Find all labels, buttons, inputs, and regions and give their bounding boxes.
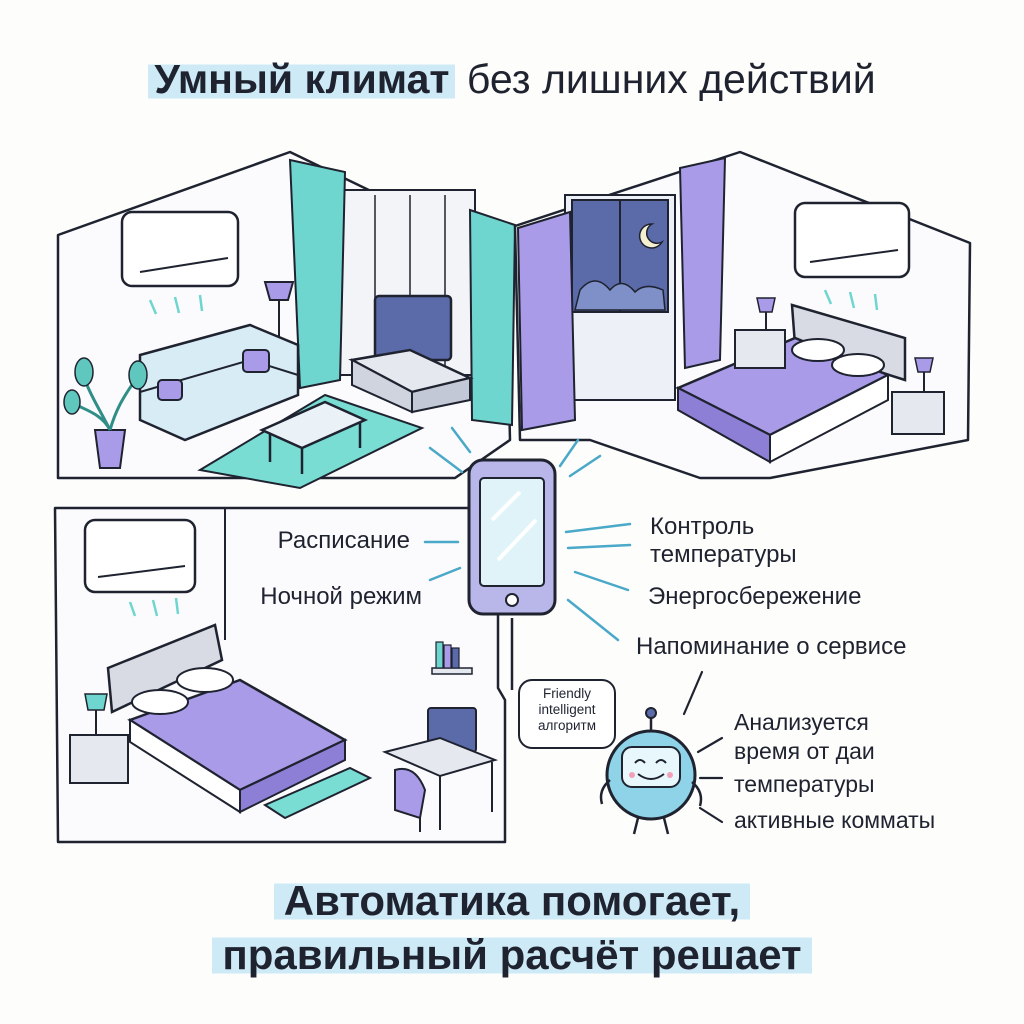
desk xyxy=(381,707,499,832)
plant-icon xyxy=(63,357,148,469)
bottom-line-1: Автоматика помогает, xyxy=(273,877,751,924)
bubble-line-3: алгоритм xyxy=(537,718,597,733)
bottom-caption: Автоматика помогает, правильный расчёт р… xyxy=(0,874,1024,982)
bedroom-right xyxy=(513,150,972,480)
title-highlight: Умный климат xyxy=(148,56,456,102)
air-conditioner-icon xyxy=(793,201,911,311)
robot-label-1: Анализуется xyxy=(734,709,869,735)
label-schedule: Расписание xyxy=(277,527,410,554)
label-temperature-control-2: температуры xyxy=(650,541,797,568)
coffee-table xyxy=(258,400,369,474)
tv-icon xyxy=(348,294,474,414)
bedroom-bottom xyxy=(53,506,507,844)
moon-icon xyxy=(638,223,665,249)
air-conditioner-icon xyxy=(120,210,240,315)
page-title: Умный климат без лишних действий xyxy=(0,56,1024,103)
title-rest: без лишних действий xyxy=(455,56,876,102)
bubble-line-2: intelligent xyxy=(538,702,596,717)
bubble-line-1: Friendly xyxy=(542,686,591,701)
smartphone-icon xyxy=(467,458,557,616)
robot-label-2: время от даи xyxy=(734,738,875,764)
label-energy-saving: Энергосбережение xyxy=(648,583,862,610)
signal-lines xyxy=(423,426,632,642)
sofa xyxy=(138,323,300,442)
label-service-reminder: Напоминание о сервисе xyxy=(636,633,907,660)
robot-icon xyxy=(599,707,703,835)
label-night-mode: Ночной режим xyxy=(260,583,422,610)
robot-label-4: активные комматы xyxy=(734,807,936,833)
label-temperature-control-1: Контроль xyxy=(650,513,755,540)
air-conditioner-icon xyxy=(83,518,197,617)
bottom-line-2: правильный расчёт решает xyxy=(212,931,812,978)
living-room xyxy=(56,150,517,490)
bed xyxy=(106,623,348,814)
nightstand xyxy=(734,297,945,435)
speech-bubble: Friendly intelligent алгоритм xyxy=(518,679,616,749)
robot-label-3: температуры xyxy=(734,771,875,797)
bed xyxy=(675,303,907,464)
